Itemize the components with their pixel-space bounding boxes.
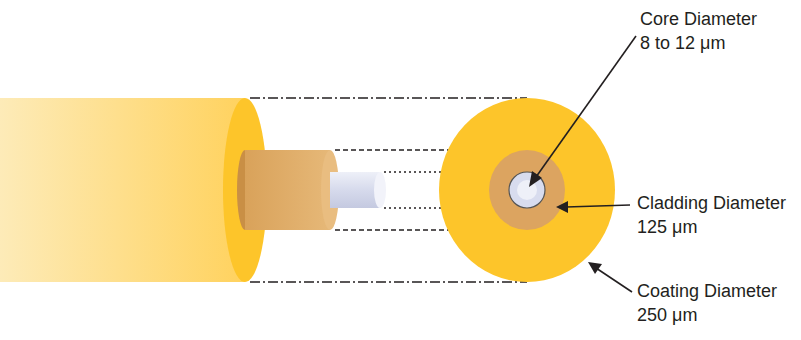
cladding-end [489, 150, 565, 230]
callout-label: Coating Diameter [637, 280, 777, 302]
callout-arrows [529, 36, 636, 292]
arrowhead [529, 171, 542, 187]
callout-label: Cladding Diameter [637, 192, 786, 214]
cladding-cylinder [245, 150, 330, 230]
arrowhead [556, 201, 568, 213]
coating-end [439, 98, 615, 282]
arrowhead [588, 262, 602, 274]
coating-cylinder [0, 98, 245, 282]
leader-line [566, 205, 630, 207]
callout-label: Core Diameter [640, 8, 757, 30]
callout-label: 125 μm [637, 216, 697, 238]
callout-label: 250 μm [637, 304, 697, 326]
core-cylinder [330, 172, 380, 208]
coating-line [250, 97, 527, 98]
leader-line [596, 268, 632, 292]
callout-label: 8 to 12 μm [640, 32, 725, 54]
core-end [509, 172, 545, 208]
leader-line [536, 36, 636, 177]
coating-line [250, 281, 527, 282]
core-face [374, 172, 386, 208]
